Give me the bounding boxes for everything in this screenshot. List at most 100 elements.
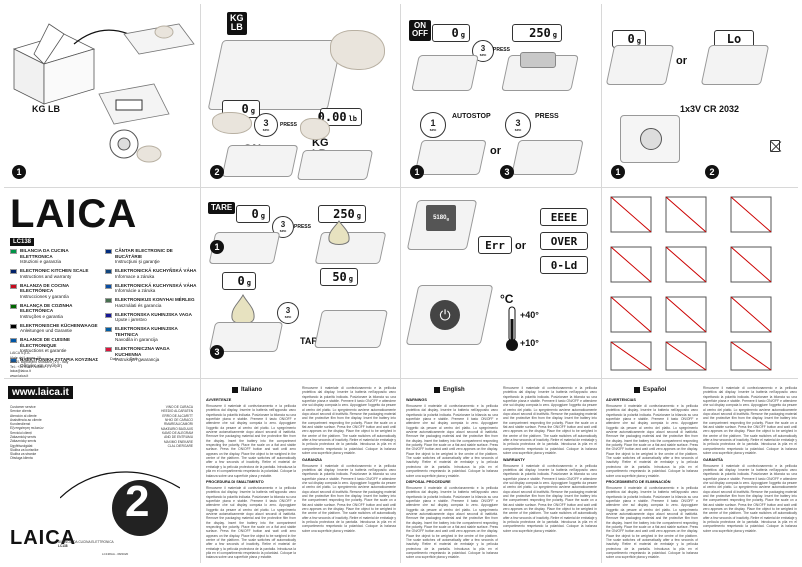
section-heading-english: English bbox=[434, 387, 465, 393]
units-panel bbox=[100, 4, 198, 186]
square-icon bbox=[434, 387, 440, 393]
step-number: 1 bbox=[410, 165, 424, 179]
section-heading-spanish: Español bbox=[634, 387, 666, 393]
flag-icon bbox=[10, 358, 17, 363]
press-label: PRESS bbox=[535, 113, 559, 120]
temp-high: +40° bbox=[520, 310, 539, 320]
text-column: Rimuovere il materiale di confezionament… bbox=[703, 386, 797, 533]
or-label: or bbox=[490, 145, 501, 157]
fold-line bbox=[4, 378, 798, 379]
step-number: 3 bbox=[210, 345, 224, 359]
scale-illustration bbox=[414, 140, 487, 175]
thermometer-icon bbox=[506, 306, 518, 351]
flag-icon bbox=[105, 283, 112, 289]
scale-illustration bbox=[411, 55, 479, 91]
press-label: PRESS bbox=[294, 224, 311, 230]
flag-icon bbox=[10, 303, 17, 309]
scale-illustration bbox=[511, 140, 584, 175]
text-column: Rimuovere il materiale di confezionament… bbox=[503, 386, 597, 533]
flag-icon bbox=[10, 249, 17, 254]
scale-illustration bbox=[313, 310, 389, 348]
scale-illustration bbox=[605, 45, 675, 85]
kg-lb-badge: KG LB bbox=[227, 12, 247, 35]
tare-label: TARE bbox=[300, 336, 324, 346]
square-icon bbox=[232, 387, 238, 393]
scale-illustration bbox=[296, 150, 374, 180]
temp-unit: °C bbox=[500, 292, 514, 306]
flag-icon bbox=[10, 323, 17, 329]
weight-object bbox=[520, 52, 556, 68]
fold-line bbox=[601, 4, 602, 563]
display-eeee: EEEE bbox=[540, 208, 588, 226]
temp-low: +10° bbox=[520, 338, 539, 348]
disposal-bin-icon bbox=[770, 140, 780, 152]
step-number: 3 bbox=[500, 165, 514, 179]
flag-icon bbox=[10, 283, 17, 289]
step-number: 2 bbox=[210, 165, 224, 179]
step-number: 2 bbox=[705, 165, 719, 179]
section-heading-italian: Italiano bbox=[232, 387, 262, 393]
brand-logo: LAICA bbox=[10, 192, 138, 236]
scale-illustration bbox=[700, 45, 770, 85]
brand-logo-small: LAICA bbox=[10, 527, 77, 549]
hand-illustration bbox=[330, 30, 385, 70]
number-graphic bbox=[60, 471, 180, 536]
fold-line bbox=[400, 4, 401, 563]
press-label: PRESS bbox=[493, 47, 510, 53]
or-label: or bbox=[676, 55, 687, 67]
step-number: 1 bbox=[611, 165, 625, 179]
flag-icon bbox=[105, 269, 112, 274]
label-kg-lb-small: KG LB bbox=[32, 104, 60, 114]
battery-label: 1x3V CR 2032 bbox=[680, 104, 740, 114]
step-number: 1 bbox=[210, 240, 224, 254]
fold-line bbox=[200, 4, 201, 563]
flag-icon bbox=[10, 338, 17, 343]
text-column: Rimuovere il materiale di confezionament… bbox=[302, 386, 396, 533]
flag-icon bbox=[105, 347, 112, 352]
coin-battery bbox=[640, 128, 662, 150]
website-banner: www.laica.it bbox=[8, 386, 73, 399]
model-number: LC138 bbox=[10, 238, 35, 246]
square-icon bbox=[634, 387, 640, 393]
display-err: Err bbox=[478, 236, 512, 254]
warning-icons bbox=[610, 196, 772, 371]
unpack-illustration bbox=[12, 23, 195, 163]
flag-icon bbox=[105, 327, 112, 332]
on-off-badge: ON OFF bbox=[409, 20, 431, 41]
hand-illustration bbox=[300, 118, 330, 140]
display-0ld: 0-Ld bbox=[540, 256, 588, 274]
flag-icon bbox=[105, 298, 112, 303]
step-number: 1 bbox=[12, 165, 26, 179]
tare-badge: TARE bbox=[208, 202, 236, 215]
hand-illustration bbox=[212, 112, 252, 134]
flag-icon bbox=[105, 249, 112, 254]
